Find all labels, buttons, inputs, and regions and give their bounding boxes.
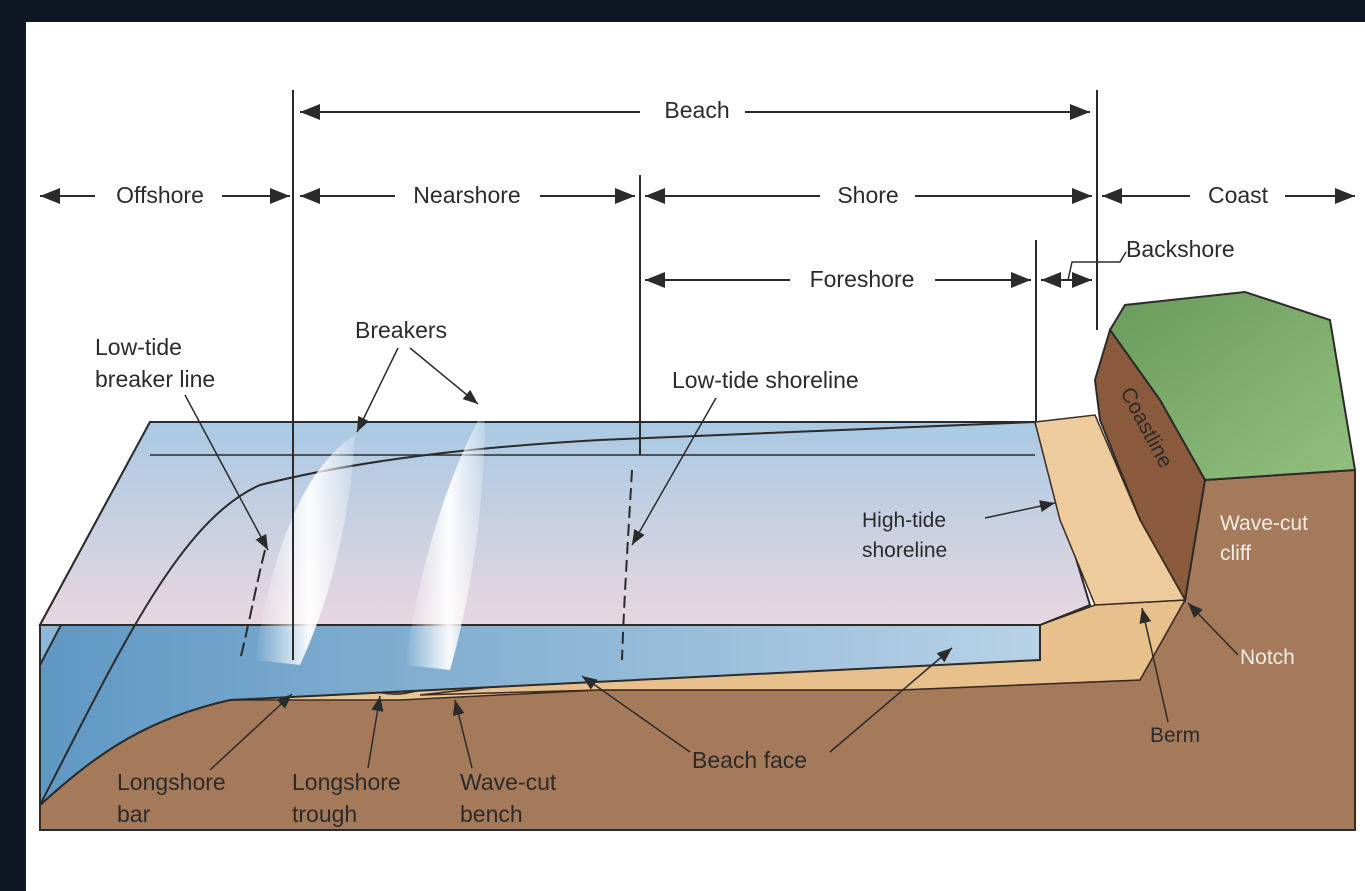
beach-label: Beach [664, 97, 729, 123]
wave-cut-cliff-label-2: cliff [1220, 542, 1251, 565]
breakers-label: Breakers [355, 317, 447, 343]
berm-label: Berm [1150, 724, 1200, 747]
backshore-label: Backshore [1126, 236, 1235, 262]
low-tide-breaker-line-label-1: Low-tide [95, 334, 182, 360]
offshore-label: Offshore [116, 182, 204, 208]
high-tide-shoreline-label-2: shoreline [862, 539, 947, 562]
breakers-leader-1 [357, 348, 398, 432]
shore-label: Shore [837, 182, 898, 208]
wave-cut-bench-label-2: bench [460, 801, 523, 827]
wave-cut-bench-label-1: Wave-cut [460, 769, 557, 795]
breakers-leader-2 [410, 348, 478, 404]
high-tide-shoreline-label-1: High-tide [862, 509, 946, 532]
wave-cut-cliff-label-1: Wave-cut [1220, 512, 1308, 535]
longshore-trough-label-2: trough [292, 801, 357, 827]
longshore-bar-label-2: bar [117, 801, 151, 827]
longshore-bar-label-1: Longshore [117, 769, 226, 795]
nearshore-label: Nearshore [413, 182, 520, 208]
low-tide-shoreline-label: Low-tide shoreline [672, 367, 859, 393]
beach-face-label: Beach face [692, 747, 807, 773]
longshore-trough-label-1: Longshore [292, 769, 401, 795]
coast-label: Coast [1208, 182, 1269, 208]
notch-label: Notch [1240, 646, 1295, 669]
foreshore-label: Foreshore [810, 266, 915, 292]
low-tide-breaker-line-label-2: breaker line [95, 366, 215, 392]
